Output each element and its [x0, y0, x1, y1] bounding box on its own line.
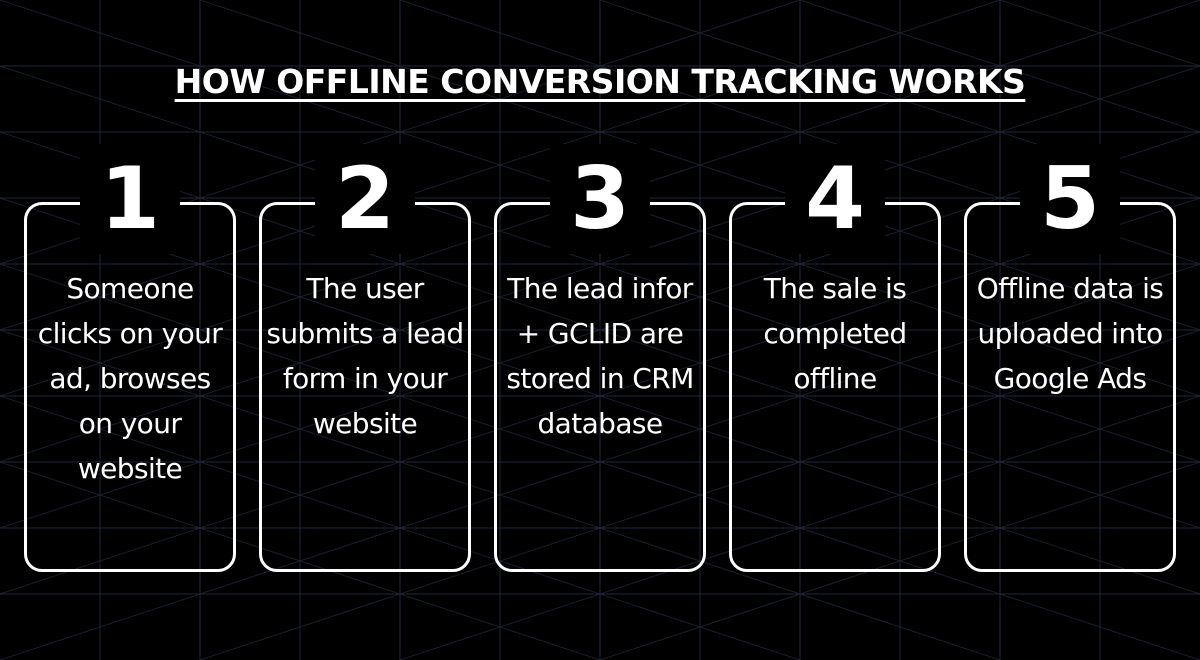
- step-number: 1: [80, 144, 180, 254]
- step-number: 5: [1020, 144, 1120, 254]
- step-card-5: 5 Offline data is uploaded into Google A…: [964, 140, 1176, 572]
- step-description: The lead infor + GCLID are stored in CRM…: [506, 272, 694, 440]
- step-card-1: 1 Someone clicks on your ad, browses on …: [24, 140, 236, 572]
- step-number: 3: [550, 144, 650, 254]
- page-title: HOW OFFLINE CONVERSION TRACKING WORKS: [0, 60, 1200, 104]
- step-description: The user submits a lead form in your web…: [266, 272, 464, 440]
- step-number: 4: [785, 144, 885, 254]
- step-description: The sale is completed offline: [763, 272, 907, 395]
- step-card-2: 2 The user submits a lead form in your w…: [259, 140, 471, 572]
- step-card-3: 3 The lead infor + GCLID are stored in C…: [494, 140, 706, 572]
- step-number: 2: [315, 144, 415, 254]
- step-description: Someone clicks on your ad, browses on yo…: [37, 272, 223, 485]
- page-title-text: HOW OFFLINE CONVERSION TRACKING WORKS: [174, 62, 1026, 101]
- step-description: Offline data is uploaded into Google Ads: [976, 272, 1164, 395]
- step-card-4: 4 The sale is completed offline: [729, 140, 941, 572]
